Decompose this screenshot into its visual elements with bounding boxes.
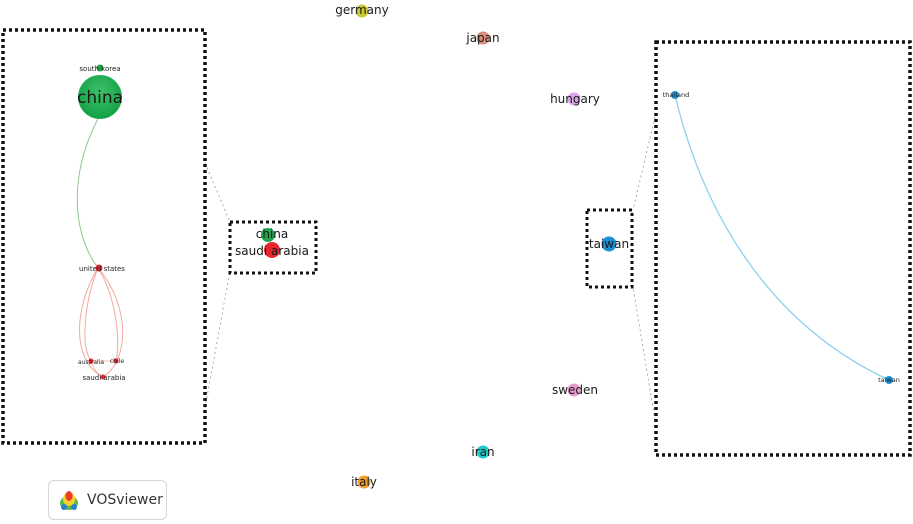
node-japan[interactable] bbox=[476, 31, 490, 45]
label-italy: italy bbox=[351, 475, 377, 489]
vosviewer-label: VOSviewer bbox=[87, 492, 163, 508]
left-inset-labels: south korea china united states australi… bbox=[77, 65, 126, 382]
node-taiwan[interactable] bbox=[601, 236, 617, 252]
label-hungary: hungary bbox=[550, 92, 600, 106]
node-saudi-arabia[interactable] bbox=[264, 242, 280, 258]
left-inset-links bbox=[76, 114, 124, 378]
main-labels: germany japan hungary china saudi arabia… bbox=[235, 3, 629, 489]
vosviewer-logo-icon bbox=[60, 491, 78, 510]
inset-connectors bbox=[204, 116, 656, 421]
main-nodes bbox=[261, 4, 617, 489]
label-china-inset: china bbox=[77, 88, 123, 108]
label-united-states: united states bbox=[79, 265, 125, 273]
label-germany: germany bbox=[335, 3, 388, 17]
node-hungary[interactable] bbox=[567, 92, 581, 106]
node-taiwan-inset[interactable] bbox=[885, 376, 893, 384]
label-taiwan: taiwan bbox=[589, 237, 629, 251]
node-south-korea[interactable] bbox=[96, 64, 104, 72]
vosviewer-badge[interactable]: VOSviewer bbox=[48, 480, 167, 520]
taiwan-highlight-box bbox=[585, 208, 634, 289]
node-iran[interactable] bbox=[476, 445, 490, 459]
label-saudi-arabia: saudi arabia bbox=[235, 244, 309, 258]
label-taiwan-inset: taiwan bbox=[878, 376, 900, 384]
label-saudi-arabia-inset: saudi arabia bbox=[82, 374, 125, 382]
label-chile: chile bbox=[110, 358, 124, 365]
label-south-korea: south korea bbox=[79, 65, 120, 73]
node-china-large[interactable] bbox=[78, 75, 122, 119]
node-saudi-arabia-inset[interactable] bbox=[100, 374, 106, 380]
left-inset-nodes bbox=[78, 64, 122, 380]
node-germany[interactable] bbox=[355, 4, 369, 18]
node-italy[interactable] bbox=[357, 475, 371, 489]
node-australia[interactable] bbox=[88, 358, 94, 364]
right-inset-frame bbox=[654, 40, 912, 457]
node-united-states[interactable] bbox=[95, 264, 103, 272]
label-thailand: thailand bbox=[663, 91, 690, 99]
thailand-taiwan-link bbox=[674, 94, 890, 381]
node-china[interactable] bbox=[261, 228, 275, 242]
label-iran: iran bbox=[471, 445, 494, 459]
right-inset-nodes: thailand taiwan bbox=[663, 91, 900, 384]
node-sweden[interactable] bbox=[567, 383, 581, 397]
node-thailand[interactable] bbox=[671, 91, 679, 99]
label-sweden: sweden bbox=[552, 383, 598, 397]
node-chile[interactable] bbox=[113, 358, 119, 364]
label-australia: australia bbox=[78, 359, 104, 366]
china-saudi-highlight-box bbox=[228, 220, 318, 275]
label-china: china bbox=[256, 227, 289, 241]
label-japan: japan bbox=[465, 31, 499, 45]
left-inset-frame bbox=[1, 28, 207, 445]
